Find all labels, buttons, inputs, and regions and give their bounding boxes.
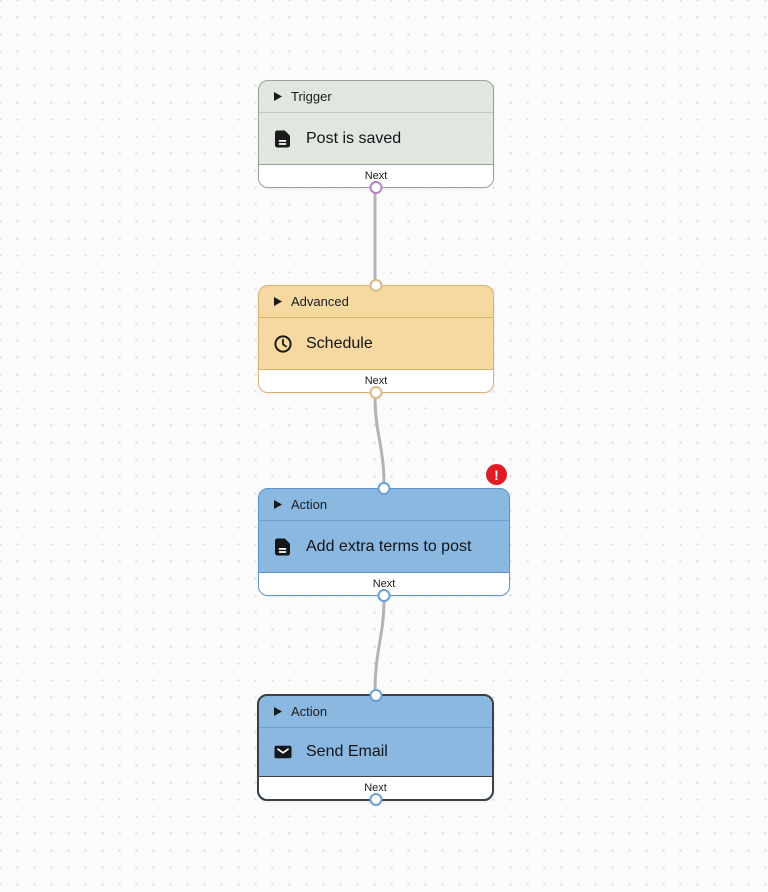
node-category-label: Action (291, 704, 328, 719)
document-icon (273, 537, 293, 557)
clock-icon (273, 334, 293, 354)
node-category-label: Action (291, 497, 328, 512)
document-icon (273, 129, 293, 149)
node-header[interactable]: Trigger (259, 81, 493, 113)
disclosure-triangle-icon[interactable] (274, 297, 282, 306)
output-port[interactable] (369, 793, 382, 806)
node-body[interactable]: Schedule (259, 318, 493, 369)
node-body[interactable]: Post is saved (259, 113, 493, 164)
node-footer: Next (259, 369, 493, 392)
input-port[interactable] (369, 279, 383, 292)
next-outlet-label: Next (364, 782, 387, 794)
output-port[interactable] (369, 181, 383, 194)
error-badge[interactable]: ! (486, 464, 507, 485)
input-port[interactable] (369, 689, 382, 702)
node-title: Schedule (306, 334, 373, 352)
node-title: Add extra terms to post (306, 537, 472, 555)
disclosure-triangle-icon[interactable] (274, 500, 282, 509)
output-port[interactable] (369, 386, 383, 399)
node-header[interactable]: Action (259, 489, 509, 521)
node-title: Post is saved (306, 129, 402, 147)
mail-icon (273, 742, 293, 762)
next-outlet-label: Next (364, 170, 388, 182)
node-trigger-post-is-saved[interactable]: Trigger Post is saved Next (258, 80, 494, 194)
edge-connector[interactable] (373, 393, 386, 488)
disclosure-triangle-icon[interactable] (274, 92, 282, 101)
node-body[interactable]: Send Email (259, 728, 492, 776)
node-header[interactable]: Action (259, 696, 492, 728)
node-action-send-email[interactable]: Action Send Email Next (257, 689, 494, 806)
next-outlet-label: Next (364, 375, 388, 387)
node-category-label: Advanced (291, 294, 349, 309)
node-footer: Next (259, 164, 493, 187)
node-title: Send Email (306, 743, 388, 760)
node-body[interactable]: Add extra terms to post (259, 521, 509, 572)
edge-connector[interactable] (373, 596, 386, 695)
next-outlet-label: Next (372, 578, 396, 590)
input-port[interactable] (377, 482, 391, 495)
node-action-add-extra-terms[interactable]: ! Action Add extra terms to post Next (258, 464, 510, 602)
node-footer: Next (259, 776, 492, 799)
node-category-label: Trigger (291, 89, 332, 104)
error-badge-glyph: ! (494, 466, 499, 483)
node-advanced-schedule[interactable]: Advanced Schedule Next (258, 279, 494, 399)
node-footer: Next (259, 572, 509, 595)
output-port[interactable] (377, 589, 391, 602)
node-header[interactable]: Advanced (259, 286, 493, 318)
disclosure-triangle-icon[interactable] (274, 707, 282, 716)
